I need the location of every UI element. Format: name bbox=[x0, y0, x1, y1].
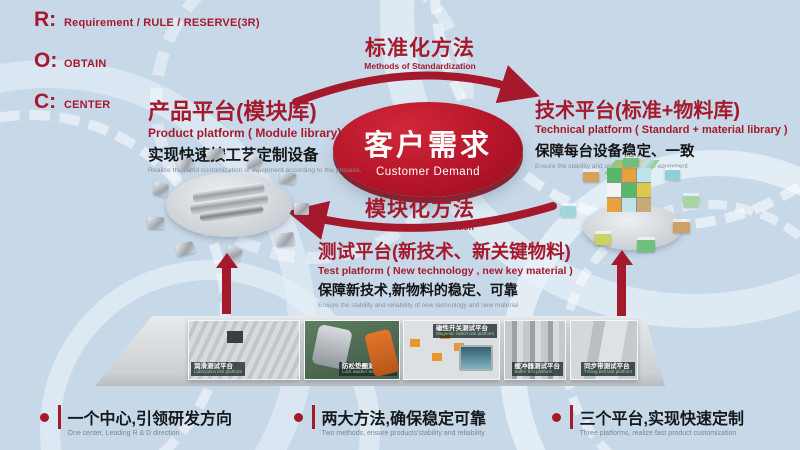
part-image bbox=[148, 217, 164, 229]
product-platform-title-en: Product platform ( Module library) bbox=[148, 126, 342, 140]
part-image bbox=[246, 155, 264, 171]
photo-caption: 润滑测试平台 Lubrication test platform bbox=[191, 361, 246, 376]
legend-title: 三个平台,实现快速定制 bbox=[579, 411, 744, 428]
library-cube bbox=[673, 219, 690, 233]
test-photo-buffer: 缓冲器测试平台 Buffer test platform bbox=[504, 320, 566, 380]
technical-platform-block: 技术平台(标准+物料库) Technical platform ( Standa… bbox=[535, 94, 795, 170]
roc-acronym-block: R: Requirement / RULE / RESERVE(3R) O: O… bbox=[34, 8, 260, 131]
modularization-title: 模块化方法 bbox=[365, 198, 475, 221]
module-parts-collage bbox=[140, 147, 320, 267]
library-cube bbox=[583, 169, 599, 182]
bullet-dot-icon bbox=[552, 413, 561, 422]
technical-platform-title: 技术平台(标准+物料库) bbox=[535, 100, 740, 122]
test-platform-desc-en: Ensure the stability and reliability of … bbox=[318, 302, 519, 309]
library-cube bbox=[623, 155, 639, 167]
customer-demand-ellipse: 客户需求 Customer Demand bbox=[333, 102, 523, 197]
part-image bbox=[205, 147, 225, 161]
legend-title: 一个中心,引领研发方向 bbox=[67, 411, 232, 428]
product-platform-block: 产品平台(模块库) Product platform ( Module libr… bbox=[148, 94, 448, 174]
legend-two-methods: 两大方法,确保稳定可靠 Two methods, ensure products… bbox=[294, 405, 486, 437]
legend-one-center: 一个中心,引领研发方向 One center, Leading R & D di… bbox=[40, 405, 232, 437]
part-image bbox=[294, 203, 309, 215]
bullet-dot-icon bbox=[294, 413, 303, 422]
part-image bbox=[152, 181, 170, 198]
part-image bbox=[279, 172, 297, 185]
modularization-arrow-icon bbox=[286, 200, 557, 240]
test-platform-desc: 保障新技术,新物料的稳定、可靠 bbox=[318, 282, 518, 298]
library-cube bbox=[595, 231, 611, 245]
customer-demand-subtitle: Customer Demand bbox=[375, 165, 480, 178]
library-cube bbox=[637, 237, 655, 252]
test-photo-magnetic-switch: 磁性开关测试平台 Magnetic switch test platform bbox=[403, 320, 500, 380]
roc-label: OBTAIN bbox=[64, 58, 107, 70]
library-cube bbox=[561, 203, 576, 217]
up-arrow-icon bbox=[611, 250, 633, 317]
up-arrow-icon bbox=[216, 253, 238, 314]
technical-platform-title-en: Technical platform ( Standard + material… bbox=[535, 124, 788, 136]
roc-letter: O: bbox=[34, 49, 58, 72]
product-platform-desc-en: Realize the rapid customization of equip… bbox=[148, 167, 362, 174]
standardization-subtitle: Methods of Standardization bbox=[364, 61, 476, 71]
library-cube bbox=[665, 167, 680, 180]
legend-title: 两大方法,确保稳定可靠 bbox=[321, 411, 486, 428]
rubik-cube-image bbox=[604, 160, 660, 212]
roc-letter: C: bbox=[34, 90, 57, 113]
material-library-collage bbox=[555, 155, 715, 263]
roc-row-c: C: CENTER bbox=[34, 90, 260, 114]
standardization-arrow-icon bbox=[292, 65, 540, 106]
photo-caption: 磁性开关测试平台 Magnetic switch test platform bbox=[432, 324, 497, 339]
legend-subtitle: Three platforms, realize fast product cu… bbox=[579, 430, 737, 437]
part-image bbox=[275, 231, 295, 248]
divider-bar bbox=[312, 405, 315, 429]
test-platform-title: 测试平台(新技术、新关键物料) bbox=[318, 241, 571, 262]
roc-row-o: O: OBTAIN bbox=[34, 49, 260, 73]
photo-caption: 同步带测试平台 Timing belt test platform bbox=[581, 361, 635, 376]
customer-demand-title: 客户需求 bbox=[363, 129, 492, 162]
roc-row-r: R: Requirement / RULE / RESERVE(3R) bbox=[34, 8, 260, 32]
library-cube bbox=[683, 193, 699, 207]
technical-platform-desc: 保障每台设备稳定、一致 bbox=[535, 144, 695, 160]
standardization-method-label: 标准化方法 Methods of Standardization bbox=[330, 32, 510, 71]
legend-subtitle: Two methods, ensure products'stability a… bbox=[321, 430, 485, 437]
roc-label: Requirement / RULE / RESERVE(3R) bbox=[64, 17, 260, 29]
test-photo-lock-washer: 防松垫圈测试平台 Lock washer test platform bbox=[304, 320, 400, 380]
test-platform-title-en: Test platform ( New technology , new key… bbox=[318, 265, 573, 277]
roc-label: CENTER bbox=[64, 99, 111, 111]
standardization-title: 标准化方法 bbox=[365, 37, 475, 60]
photo-caption: 缓冲器测试平台 Buffer test platform bbox=[511, 361, 563, 376]
divider-bar bbox=[58, 405, 61, 429]
roc-letter: R: bbox=[34, 8, 57, 31]
legend-three-platforms: 三个平台,实现快速定制 Three platforms, realize fas… bbox=[552, 405, 744, 437]
photo-caption: 防松垫圈测试平台 Lock washer test platform bbox=[339, 361, 397, 376]
test-platform-block: 测试平台(新技术、新关键物料) Test platform ( New tech… bbox=[318, 238, 598, 309]
bullet-dot-icon bbox=[40, 413, 49, 422]
product-platform-title: 产品平台(模块库) bbox=[148, 99, 317, 124]
legend-subtitle: One center, Leading R & D direction bbox=[67, 430, 180, 437]
divider-bar bbox=[570, 405, 573, 429]
part-image bbox=[176, 156, 195, 173]
test-photo-timing-belt: 同步带测试平台 Timing belt test platform bbox=[570, 320, 638, 380]
test-photo-lubrication: 润滑测试平台 Lubrication test platform bbox=[188, 320, 300, 380]
part-image bbox=[174, 240, 196, 258]
